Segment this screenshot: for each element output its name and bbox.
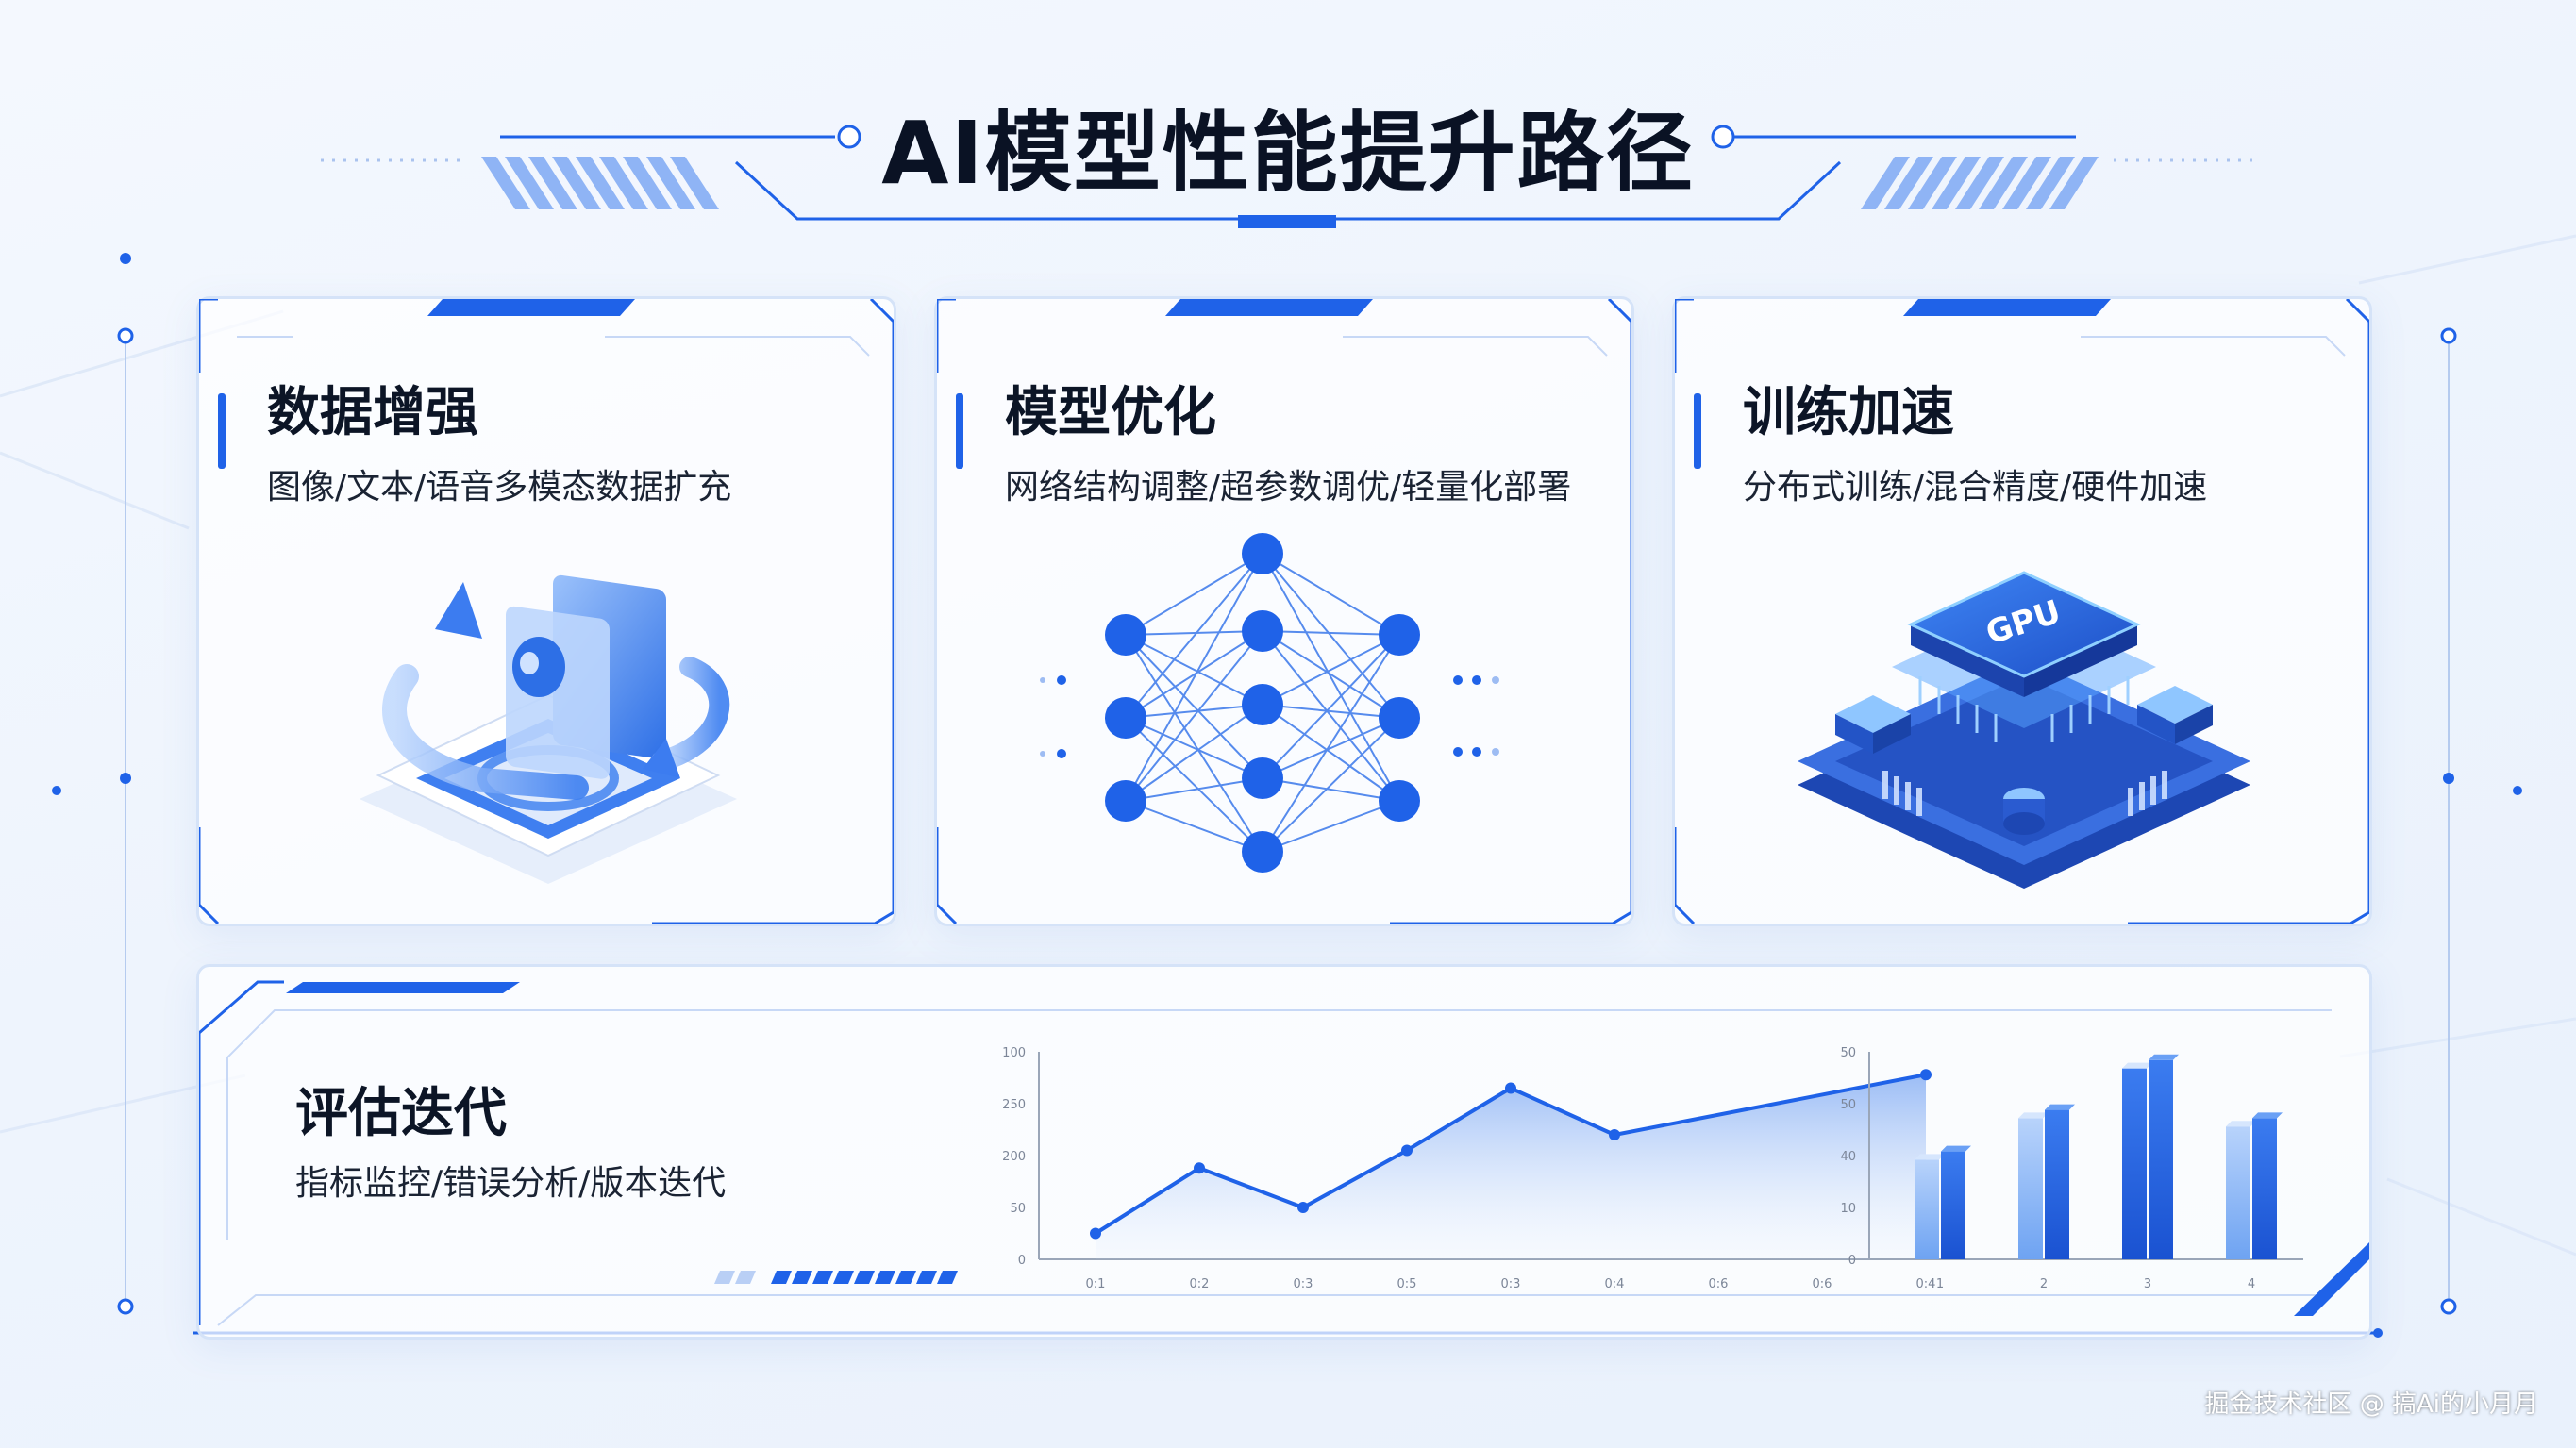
card-accent-bar bbox=[956, 393, 963, 469]
bar-chart-bar bbox=[2226, 1126, 2250, 1259]
bar-chart-bar-top bbox=[1941, 1145, 1971, 1152]
line-chart-x-tick: 0:1 bbox=[1086, 1277, 1106, 1291]
card-title: 数据增强 bbox=[267, 382, 478, 443]
bar-chart-bar bbox=[2018, 1118, 2043, 1259]
line-chart-y-tick: 100 bbox=[1002, 1046, 1026, 1060]
bar-chart-bar-top bbox=[2045, 1104, 2075, 1110]
card-accent-bar bbox=[1694, 393, 1701, 469]
line-chart-x-tick: 0:3 bbox=[1501, 1277, 1521, 1291]
bar-chart-bar bbox=[2045, 1109, 2069, 1259]
bar-chart-x-tick: 4 bbox=[2248, 1277, 2255, 1291]
data-augmentation-icon bbox=[360, 574, 737, 884]
bar-chart-y-tick: 0 bbox=[1848, 1254, 1856, 1268]
line-chart-x-tick: 0:5 bbox=[1397, 1277, 1417, 1291]
bar-chart: 50 50 40 10 0 1 2 3 4 bbox=[1840, 1046, 2303, 1291]
card-subtitle: 图像/文本/语音多模态数据扩充 bbox=[267, 468, 732, 507]
line-chart-y-tick: 200 bbox=[1002, 1150, 1026, 1164]
gpu-chip-icon: GPU bbox=[1798, 571, 2250, 889]
bar-chart-y-tick: 50 bbox=[1840, 1098, 1856, 1112]
bar-chart-bar-top bbox=[2149, 1054, 2179, 1060]
bar-chart-bar-top bbox=[2018, 1112, 2049, 1119]
bar-chart-bar bbox=[1915, 1159, 1939, 1259]
card-title: 训练加速 bbox=[1743, 382, 1954, 443]
line-chart-point bbox=[1401, 1144, 1413, 1157]
line-chart-x-tick: 0:4 bbox=[1605, 1277, 1625, 1291]
bar-chart-bar bbox=[2252, 1118, 2277, 1259]
page-title: AI模型性能提升路径 bbox=[881, 103, 1695, 204]
line-chart-x-tick: 0:2 bbox=[1190, 1277, 1210, 1291]
bar-chart-y-tick: 10 bbox=[1840, 1202, 1856, 1216]
bar-chart-bar bbox=[2149, 1059, 2173, 1259]
line-chart-area bbox=[1096, 1074, 1926, 1259]
bar-chart-bar-top bbox=[2252, 1112, 2283, 1119]
line-chart-y-tick: 50 bbox=[1010, 1202, 1026, 1216]
bar-chart-bar-top bbox=[1915, 1154, 1945, 1160]
line-chart-point bbox=[1505, 1082, 1516, 1094]
bar-chart-bar bbox=[2122, 1068, 2147, 1259]
card-title: 模型优化 bbox=[1005, 382, 1216, 443]
bar-chart-x-tick: 2 bbox=[2040, 1277, 2048, 1291]
bar-chart-x-tick: 1 bbox=[1936, 1277, 1944, 1291]
line-chart-point bbox=[1090, 1227, 1101, 1240]
bar-chart-x-tick: 3 bbox=[2144, 1277, 2151, 1291]
card-title: 评估迭代 bbox=[295, 1083, 507, 1144]
line-chart-x-tick: 0:6 bbox=[1813, 1277, 1832, 1291]
card-training-acceleration: 训练加速 分布式训练/混合精度/硬件加速 GPU bbox=[1672, 296, 2372, 926]
line-chart-x-tick: 0:6 bbox=[1709, 1277, 1729, 1291]
bar-chart-y-tick: 50 bbox=[1840, 1046, 1856, 1060]
line-chart-point bbox=[1297, 1202, 1309, 1213]
card-accent-bar bbox=[218, 393, 226, 469]
line-chart-x-tick: 0:3 bbox=[1294, 1277, 1313, 1291]
bar-chart-y-tick: 40 bbox=[1840, 1150, 1856, 1164]
bar-chart-bar bbox=[1941, 1151, 1965, 1259]
line-chart-point bbox=[1194, 1162, 1205, 1174]
line-chart-point bbox=[1609, 1129, 1620, 1140]
line-chart-y-tick: 0 bbox=[1018, 1254, 1026, 1268]
card-model-optimization: 模型优化 网络结构调整/超参数调优/轻量化部署 bbox=[934, 296, 1634, 926]
neural-network-icon bbox=[1040, 533, 1499, 873]
watermark: 掘金技术社区 @ 搞Ai的小月月 bbox=[2204, 1390, 2538, 1419]
bar-chart-bar-top bbox=[2122, 1062, 2152, 1069]
card-subtitle: 网络结构调整/超参数调优/轻量化部署 bbox=[1005, 468, 1572, 507]
card-data-augmentation: 数据增强 图像/文本/语音多模态数据扩充 bbox=[196, 296, 896, 926]
line-chart-y-tick: 250 bbox=[1002, 1098, 1026, 1112]
card-subtitle: 指标监控/错误分析/版本迭代 bbox=[295, 1164, 727, 1203]
card-subtitle: 分布式训练/混合精度/硬件加速 bbox=[1743, 468, 2208, 507]
line-chart-point bbox=[1920, 1069, 1932, 1081]
bar-chart-bar-top bbox=[2226, 1121, 2256, 1127]
line-chart-x-tick: 0:4 bbox=[1916, 1277, 1936, 1291]
